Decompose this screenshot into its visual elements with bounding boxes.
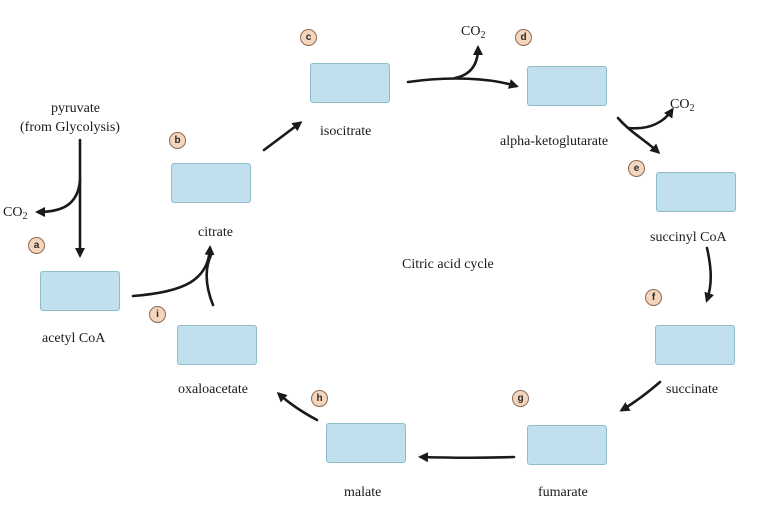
step-badge-f: f — [645, 289, 662, 306]
arrow-isocitrate-to-akg — [406, 77, 519, 89]
arrow-co2-release-a — [35, 178, 82, 217]
co2-label-a: CO2 — [3, 205, 28, 222]
arrow-oxaloacetate-join — [205, 253, 215, 307]
cycle-title: Citric acid cycle — [402, 257, 494, 272]
succinyl-coa-box — [656, 172, 736, 212]
fumarate-label: fumarate — [538, 485, 588, 500]
arrow-succinyl-coa-to-succinate — [704, 246, 714, 303]
arrow-co2-release-d — [453, 45, 483, 80]
step-badge-c: c — [300, 29, 317, 46]
malate-box — [326, 423, 406, 463]
step-badge-d: d — [515, 29, 532, 46]
step-badge-b: b — [169, 132, 186, 149]
arrow-acetyl-coa-to-citrate — [131, 245, 215, 298]
arrow-akg-to-succinyl-coa — [616, 116, 661, 155]
co2-label-d: CO2 — [461, 24, 486, 41]
co2-label-e: CO2 — [670, 97, 695, 114]
citrate-label: citrate — [198, 225, 233, 240]
succinate-label: succinate — [666, 382, 719, 397]
acetyl-coa-box — [40, 271, 120, 311]
step-badge-h: h — [311, 390, 328, 407]
arrow-co2-release-e — [626, 107, 674, 130]
citrate-box — [171, 163, 251, 203]
isocitrate-box — [310, 63, 390, 103]
step-badge-i: i — [149, 306, 166, 323]
step-badge-e: e — [628, 160, 645, 177]
malate-label: malate — [344, 485, 382, 500]
acetyl-coa-label: acetyl CoA — [42, 331, 106, 346]
oxaloacetate-box — [177, 325, 257, 365]
step-badge-g: g — [512, 390, 529, 407]
alpha-ketoglutarate-box — [527, 66, 607, 106]
pyruvate-label: pyruvate — [51, 101, 100, 116]
succinyl-coa-label: succinyl CoA — [650, 230, 727, 245]
step-badge-a: a — [28, 237, 45, 254]
succinate-box — [655, 325, 735, 365]
fumarate-box — [527, 425, 607, 465]
arrow-succinate-to-fumarate — [619, 380, 662, 412]
arrow-citrate-to-isocitrate — [262, 121, 303, 152]
pyruvate-note-label: (from Glycolysis) — [20, 120, 120, 135]
isocitrate-label: isocitrate — [320, 124, 372, 139]
arrow-malate-to-oxaloacetate — [276, 391, 319, 422]
oxaloacetate-label: oxaloacetate — [178, 382, 248, 397]
alpha-ketoglutarate-label: alpha-ketoglutarate — [500, 134, 609, 149]
arrow-fumarate-to-malate — [418, 452, 516, 463]
